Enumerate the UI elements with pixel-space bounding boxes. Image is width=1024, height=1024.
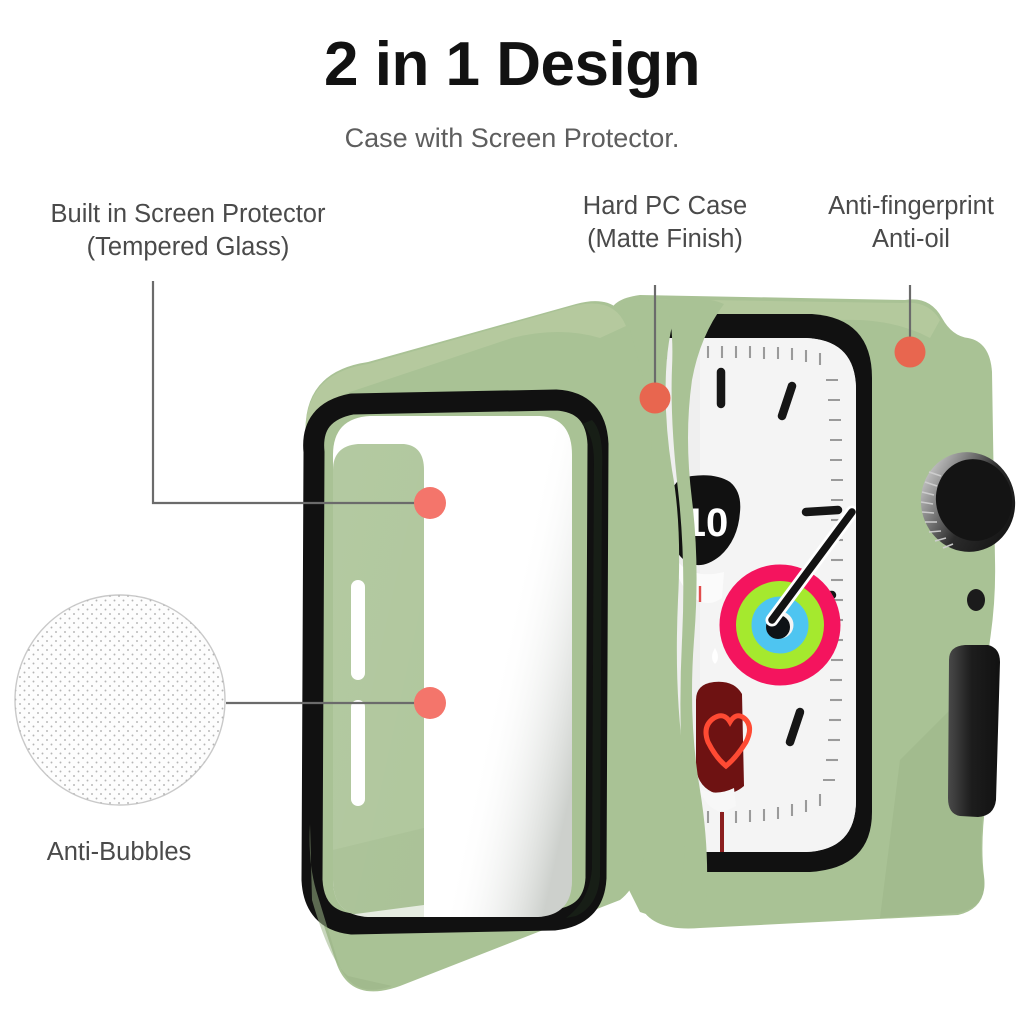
side-button	[948, 645, 1000, 817]
page-subtitle: Case with Screen Protector.	[344, 123, 680, 153]
callout-dot-anti-fingerprint[interactable]	[894, 336, 926, 368]
callout-dot-hard-pc-case[interactable]	[639, 382, 671, 414]
front-case-with-screen-protector	[301, 301, 652, 992]
digital-crown	[920, 452, 1016, 552]
callout-label-anti-bubbles: Anti-Bubbles	[46, 838, 192, 866]
activity-rings	[719, 564, 841, 686]
callout-dot-anti-bubbles[interactable]	[414, 687, 446, 719]
callout-label-screen-protector: Built in Screen Protector (Tempered Glas…	[50, 200, 326, 261]
watch-hands	[765, 505, 856, 627]
connector-screen-protector	[151, 281, 418, 505]
microphone-hole	[967, 589, 985, 611]
page-title: 2 in 1 Design	[324, 30, 700, 99]
anti-bubbles-circle	[14, 594, 226, 806]
callout-connectors	[151, 281, 912, 705]
heart-complication	[696, 681, 752, 852]
callout-label-hard-pc-case: Hard PC Case (Matte Finish)	[582, 192, 748, 253]
callout-label-anti-fingerprint: Anti-fingerprint Anti-oil	[828, 192, 994, 253]
callout-dot-screen-protector[interactable]	[414, 487, 446, 519]
